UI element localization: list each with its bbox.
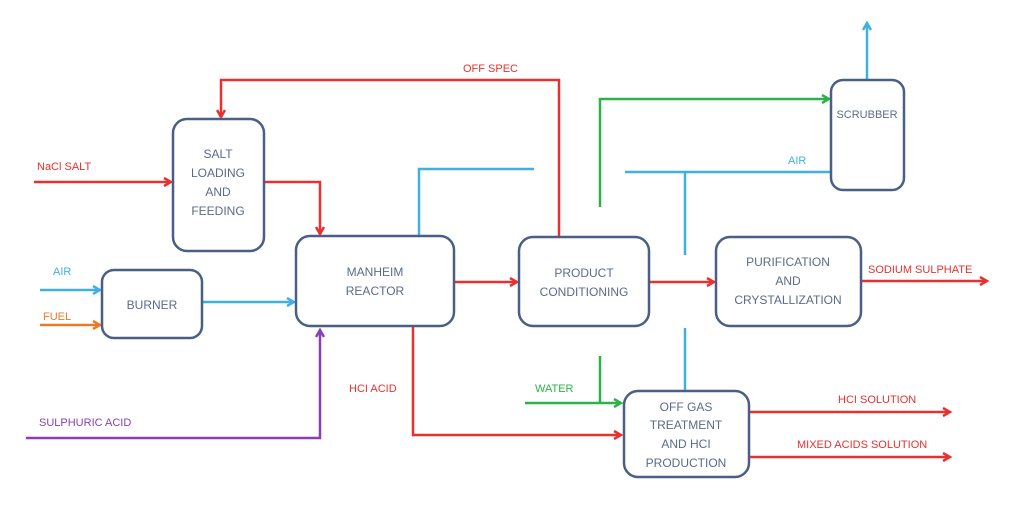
box-purification: PURIFICATION AND CRYSTALLIZATION <box>714 235 863 328</box>
label-nacl-salt: NaCl SALT <box>37 161 91 173</box>
box-salt-loading-line-2: LOADING <box>191 166 245 180</box>
label-air-scrubber: AIR <box>788 155 806 167</box>
flow-reactor-gas <box>417 167 534 236</box>
box-salt-loading-line-3: AND <box>205 185 231 199</box>
flow-sulphuric-acid <box>26 330 320 440</box>
label-air-burner: AIR <box>53 266 71 278</box>
box-salt-loading-line-4: FEEDING <box>191 204 244 218</box>
box-product-conditioning: PRODUCT CONDITIONING <box>517 235 651 328</box>
box-purification-line-2: AND <box>775 274 801 288</box>
label-sodium-sulphate: SODIUM SULPHATE <box>868 264 972 276</box>
box-off-gas-line-1: OFF GAS <box>660 400 713 414</box>
box-off-gas-line-4: PRODUCTION <box>646 456 727 470</box>
label-fuel: FUEL <box>43 311 71 323</box>
box-burner-line-1: BURNER <box>127 298 178 312</box>
box-reactor-line-2: REACTOR <box>346 284 405 298</box>
box-scrubber-line-1: SCRUBBER <box>836 109 897 121</box>
label-off-spec: OFF SPEC <box>463 63 518 75</box>
flow-salt-to-reactor <box>265 180 320 234</box>
box-manheim-reactor: MANHEIM REACTOR <box>294 234 456 328</box>
box-off-gas-line-3: AND HCI <box>661 437 710 451</box>
box-scrubber: SCRUBBER <box>829 78 906 192</box>
box-salt-loading-line-1: SALT <box>203 147 233 161</box>
box-purification-line-1: PURIFICATION <box>746 255 830 269</box>
label-mixed-acids: MIXED ACIDS SOLUTION <box>797 439 927 451</box>
box-salt-loading: SALT LOADING AND FEEDING <box>171 117 266 253</box>
box-burner: BURNER <box>100 268 204 340</box>
box-conditioning-line-2: CONDITIONING <box>540 285 629 299</box>
flow-off-spec <box>221 78 561 236</box>
box-conditioning-line-1: PRODUCT <box>554 266 614 280</box>
box-off-gas-line-2: TREATMENT <box>650 418 723 432</box>
flow-water-to-scrubber <box>598 99 829 207</box>
label-hcl-acid: HCI ACID <box>349 383 397 395</box>
box-purification-line-3: CRYSTALLIZATION <box>734 293 841 307</box>
label-sulphuric-acid: SULPHURIC ACID <box>39 417 131 429</box>
label-hcl-solution: HCI SOLUTION <box>838 394 916 406</box>
label-water: WATER <box>535 383 574 395</box>
box-off-gas: OFF GAS TREATMENT AND HCI PRODUCTION <box>622 389 751 479</box>
flow-hcl-acid <box>411 327 621 435</box>
box-reactor-line-1: MANHEIM <box>347 265 404 279</box>
